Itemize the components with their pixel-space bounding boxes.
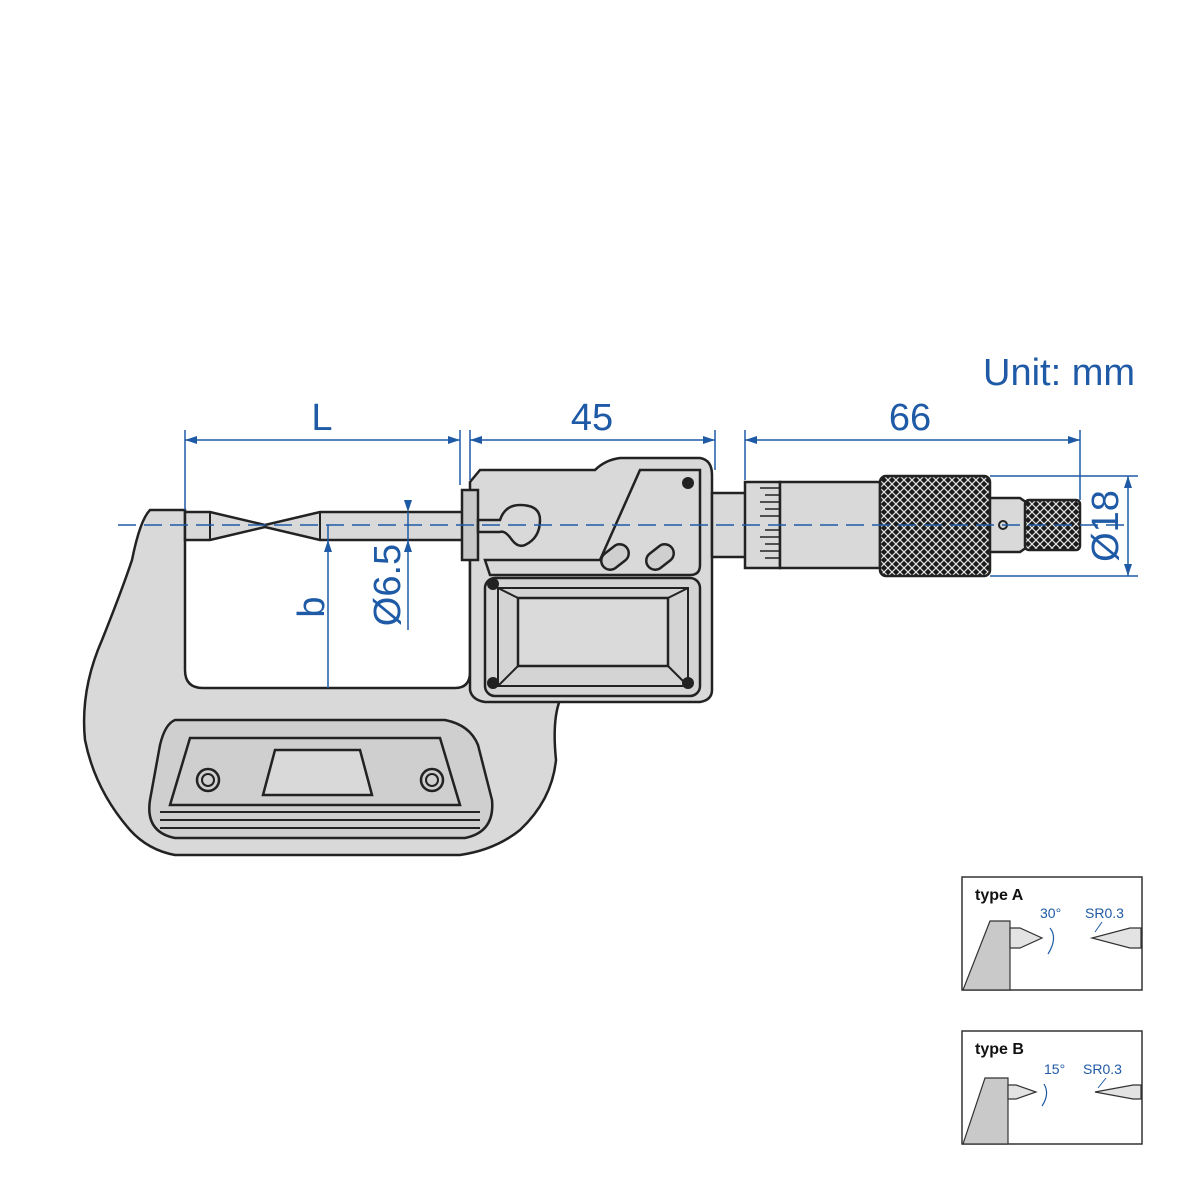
dim-66: 66 xyxy=(744,397,1081,500)
dim-dia-6-5: Ø6.5 xyxy=(367,500,412,630)
display-button-2 xyxy=(645,543,675,571)
dim-b-label: b xyxy=(291,596,333,617)
inset-type-b: type B 15° SR0.3 xyxy=(961,1030,1143,1145)
dim-L: L xyxy=(184,397,461,510)
frame xyxy=(82,508,567,857)
inset-type-a: type A 30° SR0.3 xyxy=(961,876,1143,991)
dim-dia-18: Ø18 xyxy=(990,475,1138,577)
dim-b: b xyxy=(291,525,333,688)
dim-dia-18-label: Ø18 xyxy=(1085,490,1127,562)
inset-type-a-radius: SR0.3 xyxy=(1085,905,1124,921)
inset-type-a-title: type A xyxy=(975,887,1024,904)
dim-45-label: 45 xyxy=(571,397,613,439)
dim-dia-6-5-label: Ø6.5 xyxy=(367,544,409,626)
inset-type-a-angle: 30° xyxy=(1040,905,1061,921)
thimble-assembly xyxy=(710,474,1082,578)
display-housing xyxy=(460,456,714,704)
unit-label: Unit: mm xyxy=(983,352,1135,394)
inset-type-b-title: type B xyxy=(975,1041,1024,1058)
screw-right xyxy=(419,767,445,793)
display-button-1 xyxy=(600,543,630,571)
thimble-knurl xyxy=(878,474,992,578)
dim-L-label: L xyxy=(311,397,332,439)
dim-66-label: 66 xyxy=(889,397,931,439)
inset-type-b-angle: 15° xyxy=(1044,1061,1065,1077)
dim-45: 45 xyxy=(469,397,716,480)
screw-left xyxy=(195,767,221,793)
inset-type-b-radius: SR0.3 xyxy=(1083,1061,1122,1077)
